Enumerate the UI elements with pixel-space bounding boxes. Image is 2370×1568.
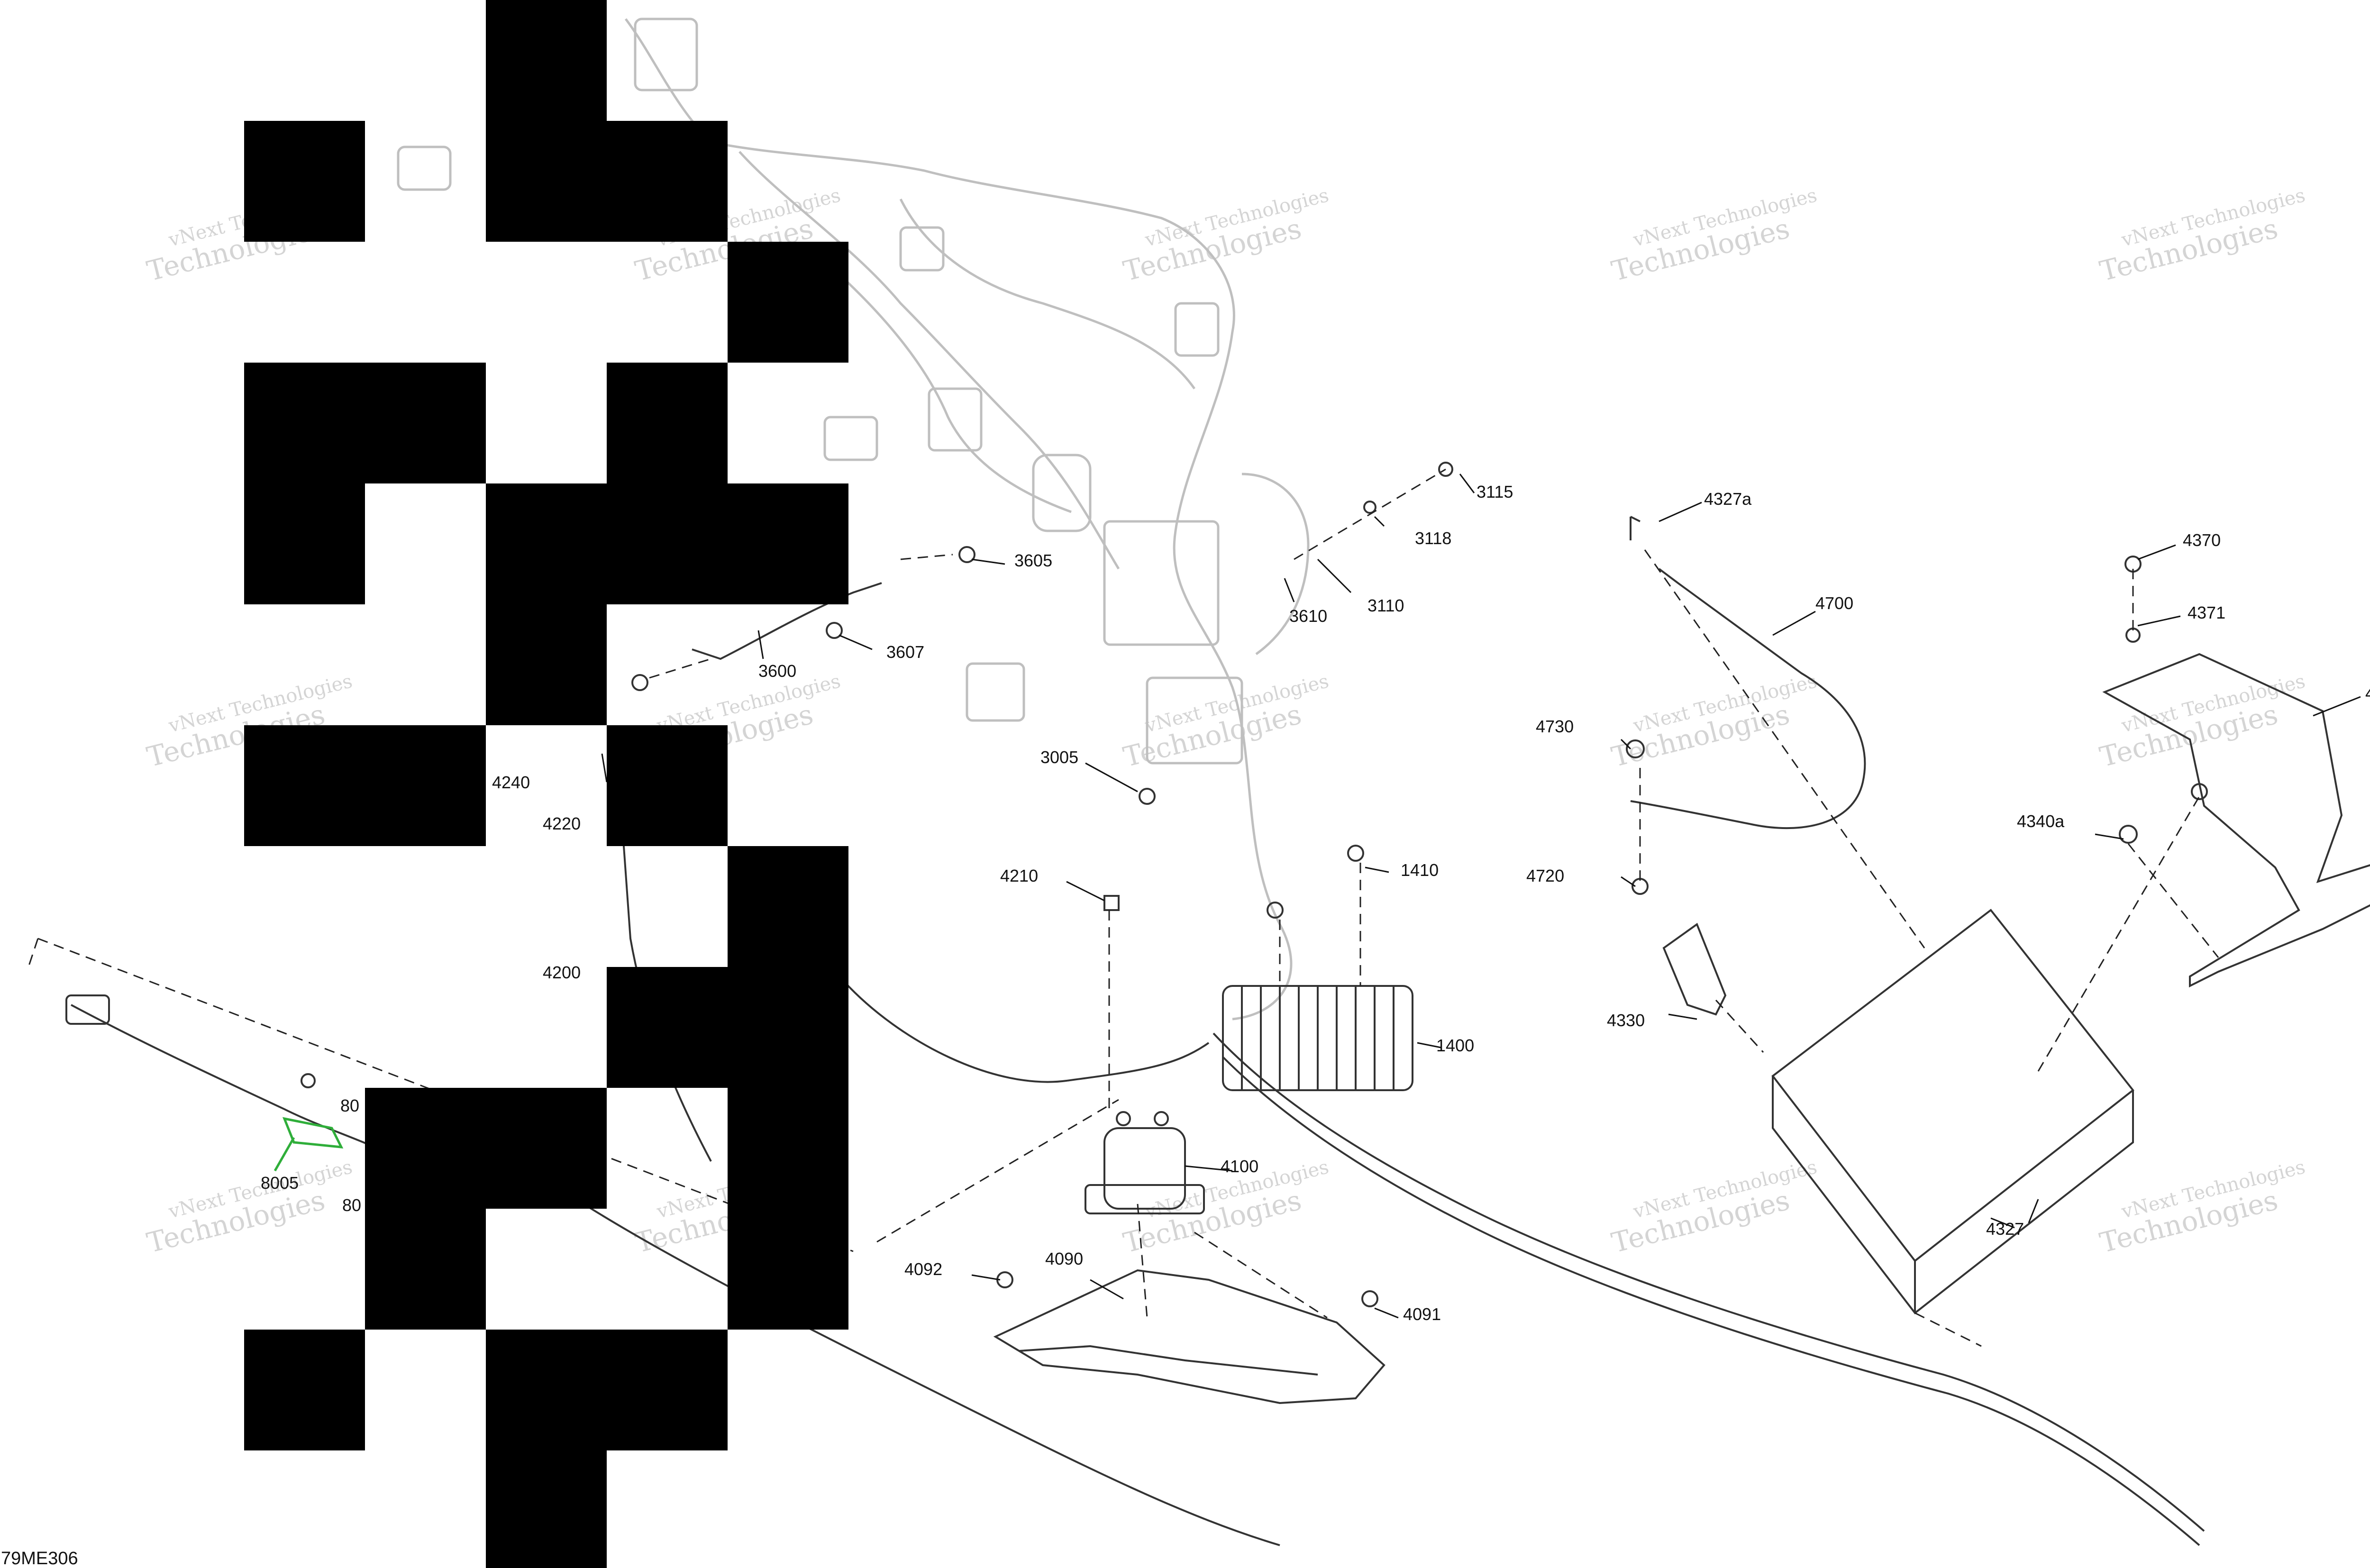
starter-solenoid-4100 bbox=[1085, 1111, 1205, 1214]
redaction-block bbox=[486, 121, 728, 242]
callout-3115: 3115 bbox=[1477, 482, 1513, 501]
callout-4327a: 4327a bbox=[1704, 489, 1752, 509]
redaction-blocks bbox=[244, 0, 848, 1568]
battery-4327 bbox=[1771, 909, 2134, 1314]
callout-4370: 4370 bbox=[2183, 530, 2221, 550]
callout-3118: 3118 bbox=[1415, 529, 1451, 548]
voltage-regulator-1400 bbox=[1222, 985, 1413, 1091]
callout-3005: 3005 bbox=[1040, 748, 1078, 767]
connector-8005-plug bbox=[65, 994, 110, 1025]
redaction-block bbox=[486, 1450, 607, 1568]
redaction-block bbox=[607, 725, 728, 846]
callout-4210: 4210 bbox=[1000, 866, 1038, 885]
callout-4100: 4100 bbox=[1221, 1157, 1258, 1176]
callout-1410: 1410 bbox=[1401, 860, 1439, 880]
leader-lines bbox=[601, 474, 2361, 1319]
redaction-block bbox=[607, 967, 848, 1088]
redaction-block bbox=[244, 1330, 365, 1450]
callout-4092: 4092 bbox=[904, 1259, 942, 1279]
callout-3610: 3610 bbox=[1289, 606, 1327, 626]
callout-4340a: 4340a bbox=[2017, 811, 2065, 831]
redaction-block bbox=[728, 242, 848, 363]
diagram-code: 79ME306 bbox=[1, 1549, 78, 1568]
main-harness-bottom bbox=[1212, 1032, 2205, 1532]
redaction-block bbox=[486, 604, 607, 725]
callout-3600: 3600 bbox=[758, 661, 796, 681]
battery-cable-long bbox=[843, 980, 1210, 1083]
redaction-block bbox=[244, 363, 486, 483]
redaction-block bbox=[728, 846, 848, 967]
redaction-block bbox=[486, 0, 607, 121]
clip-8005-highlight bbox=[273, 1117, 344, 1172]
callout-3605: 3605 bbox=[1014, 551, 1052, 570]
callout-4220: 4220 bbox=[543, 814, 581, 833]
callout-4240: 4240 bbox=[492, 773, 530, 792]
callout-3607: 3607 bbox=[886, 642, 924, 662]
redaction-block bbox=[607, 363, 728, 483]
callout-4200: 4200 bbox=[543, 963, 581, 982]
battery-strap-4700 bbox=[1630, 568, 1866, 830]
callout-3110: 3110 bbox=[1367, 596, 1404, 615]
callout-4327: 4327 bbox=[1986, 1219, 2024, 1239]
redaction-block bbox=[486, 483, 848, 604]
callout-80-partial: 80 bbox=[340, 1096, 359, 1115]
callout-4340: 4340 bbox=[2365, 684, 2370, 703]
callout-80-partial: 80 bbox=[342, 1195, 361, 1215]
wiring-harness-ghost bbox=[397, 18, 1310, 1021]
callout-1400: 1400 bbox=[1436, 1036, 1474, 1055]
redaction-block bbox=[244, 725, 486, 846]
callout-4330: 4330 bbox=[1607, 1011, 1645, 1030]
redaction-block bbox=[486, 1330, 728, 1450]
callout-labels: 3115 3118 4327a 4370 4371 3605 3607 3600… bbox=[261, 482, 2370, 1324]
redaction-block bbox=[365, 1088, 607, 1209]
callout-8005: 8005 bbox=[261, 1173, 299, 1193]
thin-harness-lower bbox=[568, 1194, 1280, 1546]
callout-4090: 4090 bbox=[1045, 1249, 1083, 1268]
callout-4730: 4730 bbox=[1536, 717, 1574, 736]
redaction-block bbox=[244, 483, 365, 604]
callout-4371: 4371 bbox=[2188, 603, 2225, 622]
redaction-block bbox=[728, 1088, 848, 1209]
redaction-block bbox=[244, 121, 365, 242]
callout-4091: 4091 bbox=[1403, 1304, 1441, 1324]
battery-bracket-4340 bbox=[2102, 653, 2370, 988]
redaction-block bbox=[365, 1209, 486, 1330]
parts-line-art bbox=[65, 462, 2370, 1546]
solenoid-bracket-4090 bbox=[993, 1269, 1386, 1404]
callout-4700: 4700 bbox=[1815, 593, 1853, 613]
redaction-block bbox=[728, 1209, 848, 1330]
callout-4720: 4720 bbox=[1526, 866, 1564, 885]
main-harness-bottom-2 bbox=[1222, 1056, 2200, 1546]
